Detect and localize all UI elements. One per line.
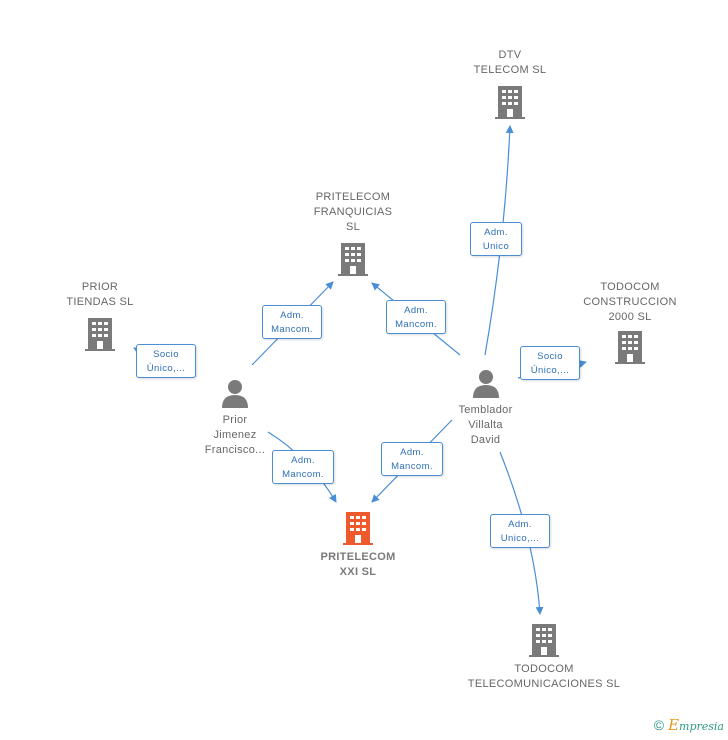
edge-label-line: Adm. xyxy=(291,455,315,466)
node-prior-jimenez-francisco[interactable]: Prior Jimenez Francisco... xyxy=(190,378,280,458)
person-icon xyxy=(222,380,248,408)
node-label: PRIOR TIENDAS SL xyxy=(66,281,134,308)
edge-label-line: Adm. xyxy=(508,519,532,530)
node-todocom-construccion[interactable]: TODOCOM CONSTRUCCION 2000 SL xyxy=(565,280,695,365)
edge-label-prior-franquicias[interactable]: Adm. Mancom. xyxy=(262,305,322,339)
edge-label-line: Único,... xyxy=(530,365,570,376)
node-label: Temblador Villalta David xyxy=(458,404,513,446)
edge-label-temblador-dtv[interactable]: Adm. Unico xyxy=(470,222,522,256)
edge-label-prior-xxi[interactable]: Adm. Mancom. xyxy=(272,450,334,484)
person-icon xyxy=(472,370,499,398)
node-label: TODOCOM TELECOMUNICACIONES SL xyxy=(467,663,621,690)
node-dtv-telecom[interactable]: DTV TELECOM SL xyxy=(450,48,570,120)
node-todocom-telecomunicaciones[interactable]: TODOCOM TELECOMUNICACIONES SL xyxy=(464,622,624,692)
node-pritelecom-xxi[interactable]: PRITELECOM XXI SL xyxy=(298,510,418,580)
copyright-logo: ©Empresia xyxy=(654,716,724,734)
node-label: Prior Jimenez Francisco... xyxy=(204,414,266,456)
edge-label-line: Socio xyxy=(153,349,179,360)
building-icon xyxy=(615,331,645,364)
building-icon xyxy=(85,318,115,351)
building-icon xyxy=(343,512,373,545)
building-icon xyxy=(529,624,559,657)
edge-label-temblador-telecom[interactable]: Adm. Unico,... xyxy=(490,514,550,548)
edge-label-temblador-franquicias[interactable]: Adm. Mancom. xyxy=(386,300,446,334)
edge-label-line: Único,... xyxy=(146,363,186,374)
building-icon xyxy=(495,86,525,119)
copyright-icon: © xyxy=(653,717,665,733)
node-temblador-villalta-david[interactable]: Temblador Villalta David xyxy=(438,368,533,448)
edge-label-temblador-construccion[interactable]: Socio Único,... xyxy=(520,346,580,380)
edge-label-line: Adm. xyxy=(484,227,508,238)
node-label: DTV TELECOM SL xyxy=(473,49,547,76)
node-label: PRITELECOM FRANQUICIAS SL xyxy=(313,191,393,233)
node-pritelecom-franquicias[interactable]: PRITELECOM FRANQUICIAS SL xyxy=(293,190,413,277)
edge-label-line: Adm. xyxy=(400,447,424,458)
edge-label-temblador-xxi[interactable]: Adm. Mancom. xyxy=(381,442,443,476)
brand-initial: E xyxy=(668,716,680,734)
edge-label-line: Mancom. xyxy=(282,469,324,480)
building-icon xyxy=(338,243,368,276)
node-label: TODOCOM CONSTRUCCION 2000 SL xyxy=(583,281,677,323)
edge-label-line: Adm. xyxy=(404,305,428,316)
edge-label-line: Unico,... xyxy=(500,533,540,544)
brand-name: mpresia xyxy=(679,720,724,733)
node-label: PRITELECOM XXI SL xyxy=(320,551,396,578)
node-prior-tiendas[interactable]: PRIOR TIENDAS SL xyxy=(40,280,160,352)
edge-label-line: Mancom. xyxy=(391,461,433,472)
edge-label-line: Mancom. xyxy=(395,319,437,330)
edge-label-line: Mancom. xyxy=(271,324,313,335)
edge-label-line: Socio xyxy=(537,351,563,362)
edge-label-line: Unico xyxy=(482,241,510,252)
edge-label-line: Adm. xyxy=(280,310,304,321)
edge-label-prior-tiendas[interactable]: Socio Único,... xyxy=(136,344,196,378)
